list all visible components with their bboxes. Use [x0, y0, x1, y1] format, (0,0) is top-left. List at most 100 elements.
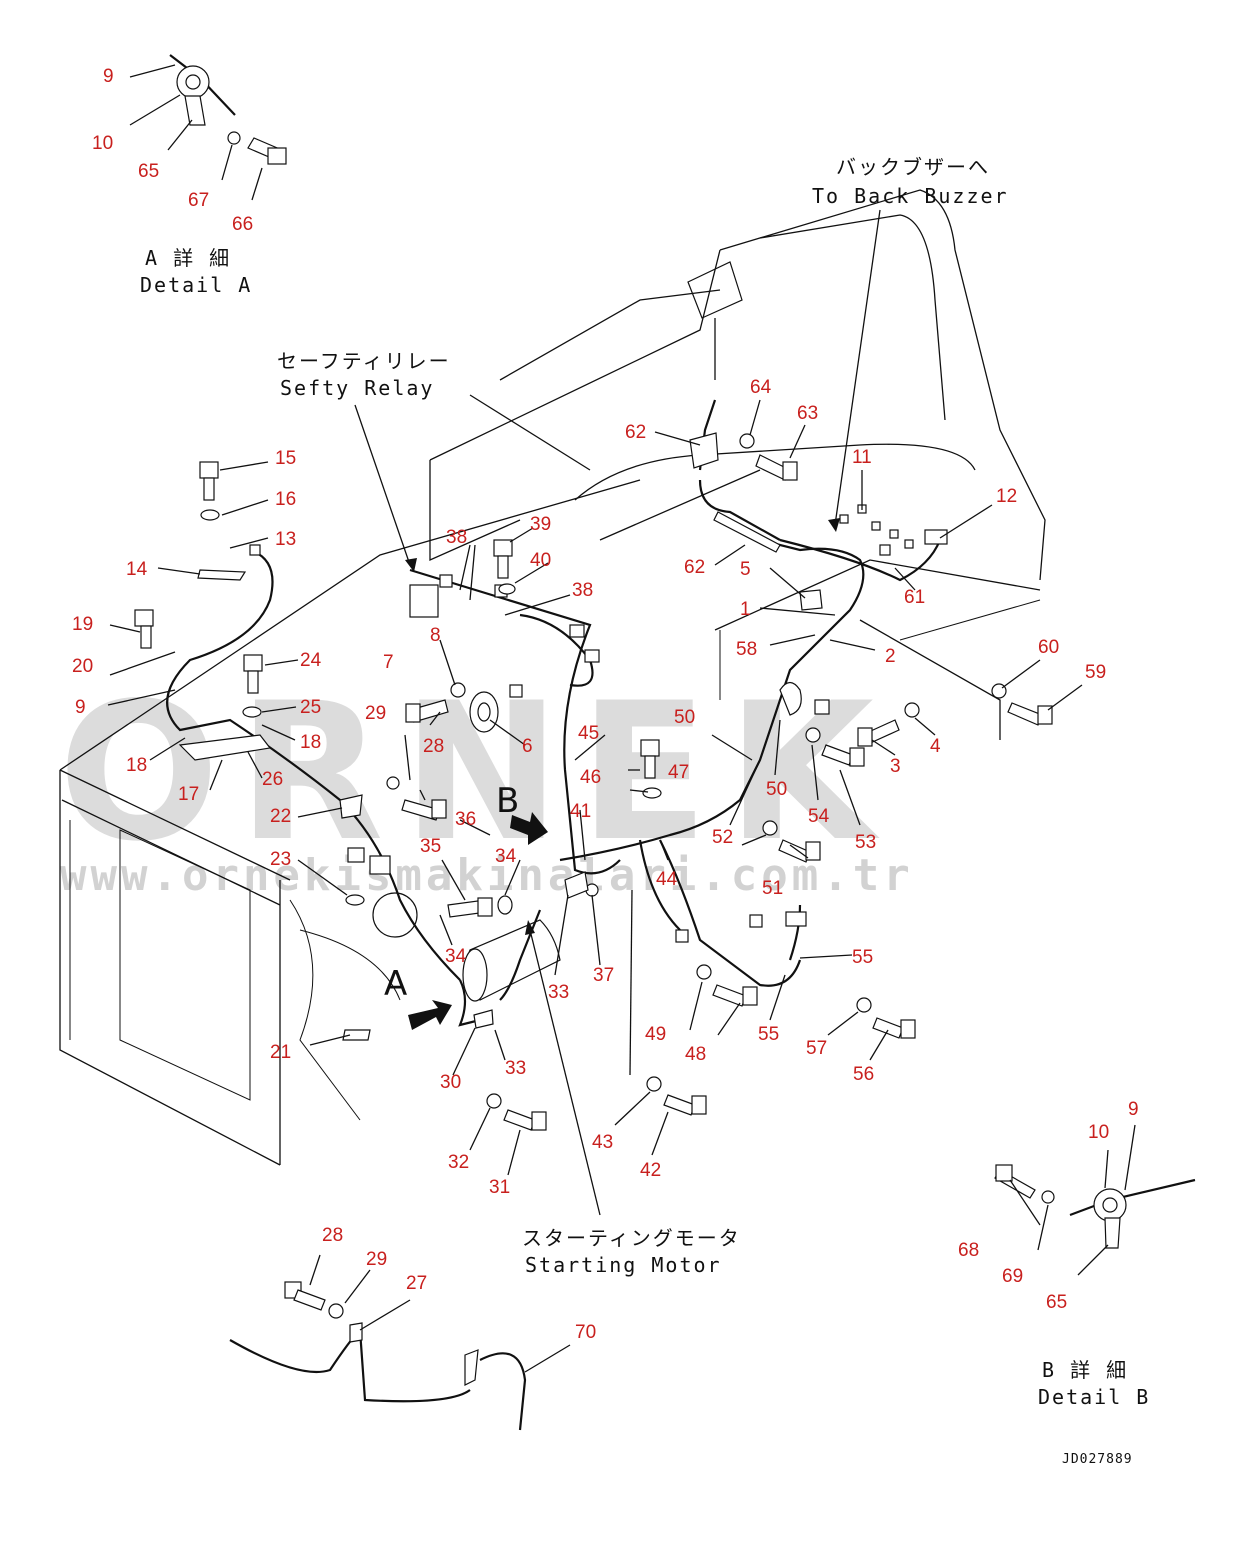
detail-a-title-en: Detail A — [140, 273, 252, 297]
callout-63: 63 — [797, 403, 818, 424]
captions: バックブザーへ To Back Buzzer セーフティリレー Sefty Re… — [140, 155, 1150, 1467]
detail-b-title-jp: B 詳 細 — [1042, 1358, 1128, 1382]
callout-28-lower: 28 — [322, 1225, 343, 1246]
callout-34-right: 34 — [495, 846, 517, 867]
callout-9-main: 9 — [75, 697, 86, 718]
view-b-label: B — [496, 781, 519, 821]
callout-29: 29 — [365, 703, 386, 724]
callout-14: 14 — [126, 559, 148, 580]
callout-55-right: 55 — [852, 947, 873, 968]
callout-52: 52 — [712, 827, 733, 848]
callout-38-left: 38 — [446, 527, 467, 548]
callout-58: 58 — [736, 639, 757, 660]
callout-11: 11 — [852, 447, 872, 468]
callout-36: 36 — [455, 809, 476, 830]
callout-35: 35 — [420, 836, 441, 857]
callout-65-detail-b: 65 — [1046, 1292, 1067, 1313]
callout-37: 37 — [593, 965, 614, 986]
callout-10-detail-b: 10 — [1088, 1122, 1109, 1143]
watermark-letters: ORNEK — [58, 662, 892, 883]
callout-41: 41 — [570, 801, 591, 822]
callout-50-left: 50 — [674, 707, 695, 728]
callout-31: 31 — [489, 1177, 510, 1198]
callout-5: 5 — [740, 559, 751, 580]
callout-23: 23 — [270, 849, 291, 870]
callout-34-left: 34 — [445, 946, 467, 967]
callout-70: 70 — [575, 1322, 596, 1343]
arrow-a-icon — [408, 1000, 452, 1030]
view-a-label: A — [384, 964, 407, 1004]
part-callouts: 9 10 65 67 66 15 16 13 14 19 20 9 24 25 … — [72, 66, 1139, 1343]
callout-25: 25 — [300, 697, 321, 718]
leader-lines — [107, 64, 1136, 1373]
callout-30: 30 — [440, 1072, 461, 1093]
components — [134, 65, 1127, 1386]
callout-19: 19 — [72, 614, 93, 635]
callout-16: 16 — [275, 489, 296, 510]
back-buzzer-caption-en: To Back Buzzer — [812, 184, 1009, 208]
callout-57: 57 — [806, 1038, 827, 1059]
starting-motor-caption-jp: スターティングモータ — [522, 1226, 741, 1250]
callout-56: 56 — [853, 1064, 874, 1085]
callout-18-right: 18 — [300, 732, 321, 753]
callout-68: 68 — [958, 1240, 979, 1261]
callout-15: 15 — [275, 448, 296, 469]
callout-32: 32 — [448, 1152, 469, 1173]
callout-28: 28 — [423, 736, 444, 757]
callout-4: 4 — [930, 736, 941, 757]
callout-47: 47 — [668, 762, 689, 783]
callout-9-detail-b: 9 — [1128, 1099, 1139, 1120]
view-arrows: A B — [384, 781, 548, 1030]
detail-a-title-jp: A 詳 細 — [145, 246, 231, 270]
callout-8: 8 — [430, 625, 441, 646]
callout-7: 7 — [383, 652, 394, 673]
callout-40: 40 — [530, 550, 551, 571]
callout-39: 39 — [530, 514, 551, 535]
callout-53: 53 — [855, 832, 876, 853]
callout-69: 69 — [1002, 1266, 1023, 1287]
callout-54: 54 — [808, 806, 830, 827]
safety-relay-caption-en: Sefty Relay — [280, 376, 434, 400]
callout-20: 20 — [72, 656, 93, 677]
callout-12: 12 — [996, 486, 1017, 507]
callout-1: 1 — [740, 599, 751, 620]
callout-55-lower: 55 — [758, 1024, 779, 1045]
callout-62-upper: 62 — [625, 422, 646, 443]
callout-17: 17 — [178, 784, 199, 805]
callout-64: 64 — [750, 377, 772, 398]
callout-61: 61 — [904, 587, 925, 608]
callout-43: 43 — [592, 1132, 613, 1153]
callout-46: 46 — [580, 767, 601, 788]
callout-26: 26 — [262, 769, 283, 790]
washer-67 — [227, 131, 241, 145]
callout-2: 2 — [885, 646, 896, 667]
machine-outline — [59, 189, 1046, 1166]
callout-48: 48 — [685, 1044, 706, 1065]
callout-38-right: 38 — [572, 580, 593, 601]
callout-33-lower: 33 — [505, 1058, 526, 1079]
callout-21: 21 — [270, 1042, 291, 1063]
callout-62-lower: 62 — [684, 557, 705, 578]
callout-29-lower: 29 — [366, 1249, 387, 1270]
callout-6: 6 — [522, 736, 533, 757]
watermark-url: www.ornekismakinalari.com.tr — [60, 850, 914, 901]
callout-13: 13 — [275, 529, 296, 550]
callout-67: 67 — [188, 190, 209, 211]
detail-b-title-en: Detail B — [1038, 1385, 1150, 1409]
callout-9: 9 — [103, 66, 114, 87]
arrow-b-icon — [510, 812, 548, 845]
back-buzzer-caption-jp: バックブザーへ — [836, 155, 990, 179]
drawing-code: JD027889 — [1062, 1452, 1133, 1467]
callout-66: 66 — [232, 214, 253, 235]
starting-motor-caption-en: Starting Motor — [525, 1253, 722, 1277]
callout-22: 22 — [270, 806, 291, 827]
safety-relay-caption-jp: セーフティリレー — [277, 349, 451, 373]
callout-59: 59 — [1085, 662, 1106, 683]
callout-33-right: 33 — [548, 982, 569, 1003]
callout-44: 44 — [656, 869, 678, 890]
callout-65: 65 — [138, 161, 159, 182]
callout-10: 10 — [92, 133, 113, 154]
callout-3: 3 — [890, 756, 901, 777]
callout-18-left: 18 — [126, 755, 147, 776]
